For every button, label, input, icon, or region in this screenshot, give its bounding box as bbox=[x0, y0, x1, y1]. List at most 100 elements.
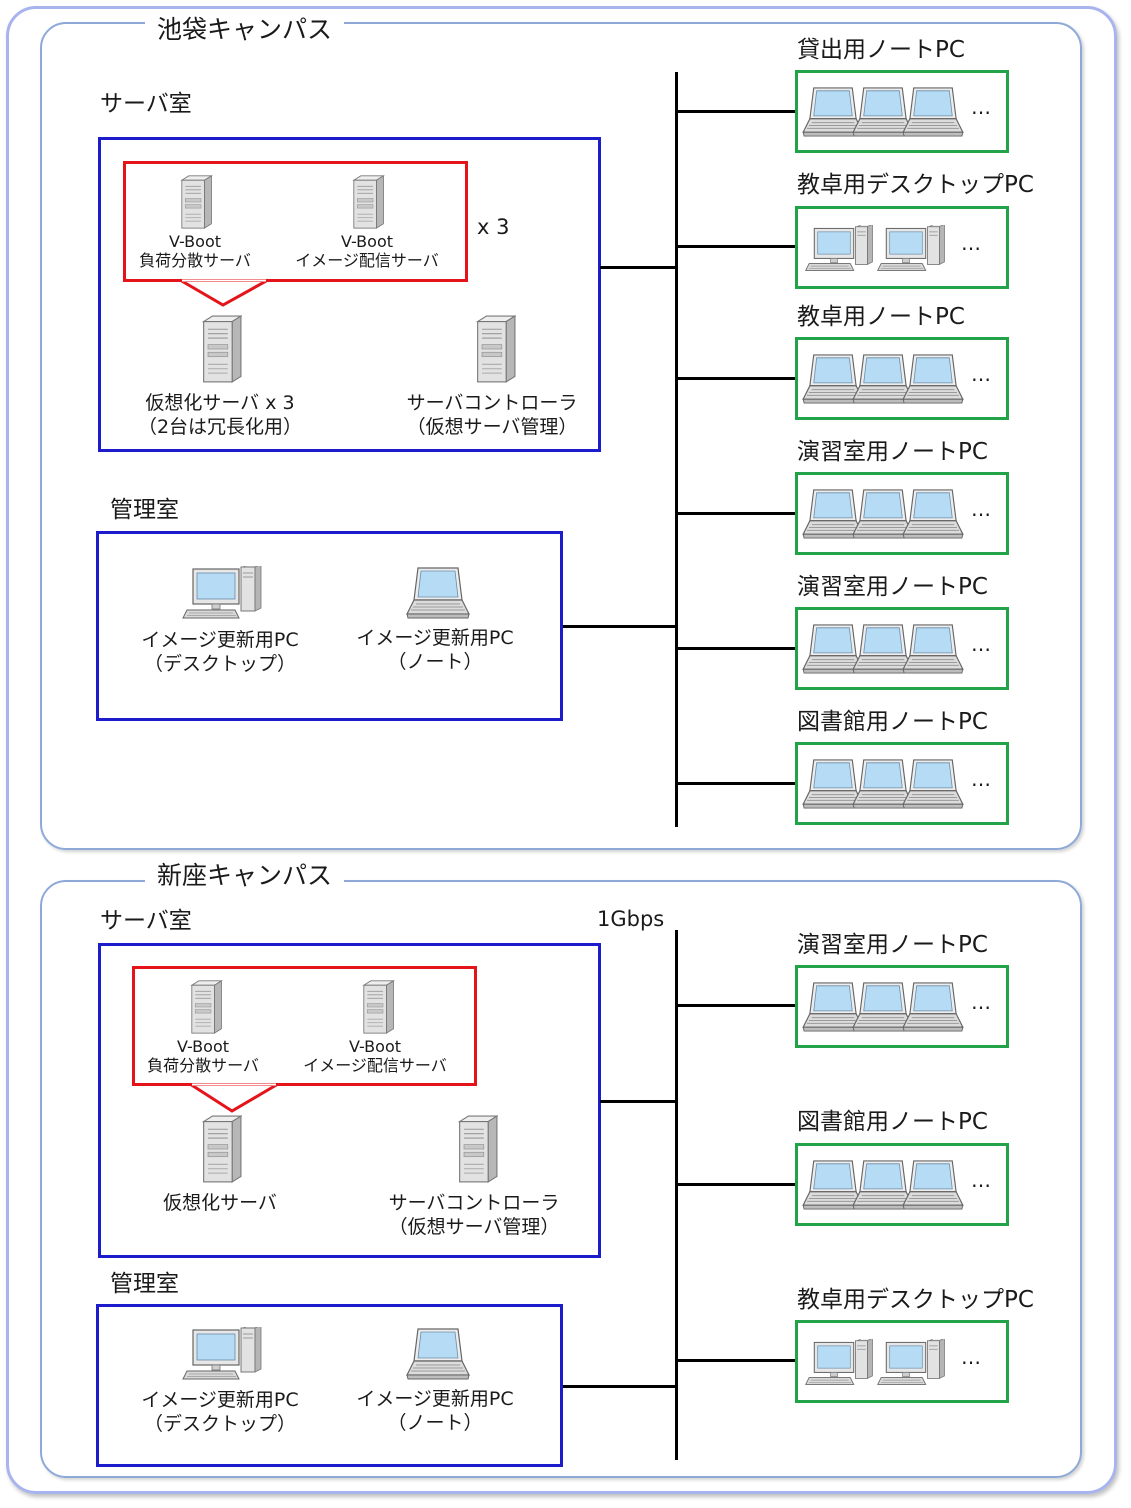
client-group-box: … bbox=[795, 337, 1009, 420]
admin-laptop-caption: イメージ更新用PC （ノート） bbox=[330, 1387, 540, 1435]
client-group-box: … bbox=[795, 472, 1009, 555]
campus-title-ikebukuro: 池袋キャンパス bbox=[145, 13, 345, 47]
controller-caption: サーバコントローラ （仮想サーバ管理） bbox=[382, 391, 602, 439]
laptop-icon bbox=[405, 1327, 471, 1381]
server-icon bbox=[185, 980, 223, 1034]
outer-frame bbox=[6, 6, 1117, 1494]
link-server-room bbox=[600, 266, 677, 269]
vboot-multiplier: x 3 bbox=[477, 215, 510, 239]
link-client-group bbox=[677, 1183, 795, 1186]
bandwidth-label: 1Gbps bbox=[597, 907, 665, 931]
more-indicator: … bbox=[971, 767, 991, 791]
network-backbone bbox=[675, 930, 678, 1460]
controller-line1: サーバコントローラ bbox=[388, 1192, 560, 1214]
server-icon bbox=[357, 980, 395, 1034]
laptop-icon bbox=[902, 981, 964, 1033]
vboot-callout-pointer bbox=[179, 278, 269, 307]
client-group-box: … bbox=[795, 70, 1009, 153]
more-indicator: … bbox=[961, 231, 981, 255]
vboot-img-caption: V-Boot イメージ配信サーバ bbox=[295, 1037, 455, 1075]
client-group-box: … bbox=[795, 742, 1009, 825]
vboot-img-line1: V-Boot bbox=[340, 232, 394, 251]
server-icon bbox=[196, 1115, 242, 1183]
more-indicator: … bbox=[971, 362, 991, 386]
virt-server-line1: 仮想化サーバ bbox=[163, 1192, 277, 1214]
client-group-label: 図書館用ノートPC bbox=[797, 709, 988, 735]
virt-server-line1: 仮想化サーバ x 3 bbox=[145, 392, 295, 414]
campus-frame-niiza bbox=[40, 880, 1082, 1478]
more-indicator: … bbox=[971, 632, 991, 656]
link-client-group bbox=[677, 782, 795, 785]
admin-desktop-caption: イメージ更新用PC （デスクトップ） bbox=[115, 1388, 325, 1436]
vboot-img-line2: イメージ配信サーバ bbox=[303, 1056, 447, 1075]
campus-title-niiza: 新座キャンパス bbox=[145, 859, 345, 893]
client-group-label: 貸出用ノートPC bbox=[797, 37, 965, 63]
admin-desktop-line2: （デスクトップ） bbox=[143, 653, 296, 675]
vboot-img-caption: V-Boot イメージ配信サーバ bbox=[287, 232, 447, 270]
network-backbone bbox=[675, 72, 678, 827]
vboot-lb-line2: 負荷分散サーバ bbox=[139, 251, 251, 270]
laptop-icon bbox=[405, 566, 471, 620]
more-indicator: … bbox=[971, 95, 991, 119]
vboot-lb-caption: V-Boot 負荷分散サーバ bbox=[138, 1037, 268, 1075]
laptop-icon bbox=[902, 1159, 964, 1211]
client-group-box: … bbox=[795, 1320, 1009, 1403]
link-client-group bbox=[677, 1359, 795, 1362]
admin-laptop-line1: イメージ更新用PC bbox=[356, 627, 514, 649]
server-icon bbox=[175, 175, 213, 229]
desktop-pc-icon bbox=[804, 225, 876, 273]
vboot-lb-caption: V-Boot 負荷分散サーバ bbox=[130, 232, 260, 270]
more-indicator: … bbox=[971, 497, 991, 521]
client-group-label: 演習室用ノートPC bbox=[797, 932, 988, 958]
admin-room-box bbox=[96, 531, 563, 721]
desktop-pc-icon bbox=[180, 566, 266, 620]
link-client-group bbox=[677, 512, 795, 515]
link-client-group bbox=[677, 647, 795, 650]
link-client-group bbox=[677, 110, 795, 113]
admin-desktop-line1: イメージ更新用PC bbox=[141, 1389, 299, 1411]
admin-laptop-line2: （ノート） bbox=[387, 651, 483, 673]
controller-line2: （仮想サーバ管理） bbox=[388, 1216, 560, 1238]
virt-server-caption: 仮想化サーバ bbox=[110, 1191, 330, 1215]
vboot-lb-line1: V-Boot bbox=[168, 232, 222, 251]
server-room-box bbox=[98, 137, 601, 452]
admin-room-label: 管理室 bbox=[110, 497, 179, 523]
vboot-img-line2: イメージ配信サーバ bbox=[295, 251, 439, 270]
laptop-icon bbox=[902, 353, 964, 405]
link-server-room bbox=[600, 1100, 677, 1103]
client-group-label: 教卓用ノートPC bbox=[797, 304, 965, 330]
admin-desktop-line2: （デスクトップ） bbox=[143, 1413, 296, 1435]
vboot-group-box bbox=[123, 161, 468, 282]
desktop-pc-icon bbox=[876, 1339, 948, 1387]
vboot-group-box bbox=[132, 966, 477, 1086]
server-room-label: サーバ室 bbox=[100, 908, 192, 934]
client-group-label: 図書館用ノートPC bbox=[797, 1109, 988, 1135]
admin-room-box bbox=[96, 1304, 563, 1467]
client-group-box: … bbox=[795, 607, 1009, 690]
server-room-box bbox=[98, 943, 601, 1258]
admin-laptop-caption: イメージ更新用PC （ノート） bbox=[330, 626, 540, 674]
link-client-group bbox=[677, 1004, 795, 1007]
more-indicator: … bbox=[961, 1345, 981, 1369]
desktop-pc-icon bbox=[180, 1327, 266, 1381]
link-client-group bbox=[677, 245, 795, 248]
desktop-pc-icon bbox=[876, 225, 948, 273]
client-group-label: 演習室用ノートPC bbox=[797, 439, 988, 465]
virt-server-line2: （2台は冗長化用） bbox=[137, 416, 303, 438]
admin-room-label: 管理室 bbox=[110, 1271, 179, 1297]
client-group-label: 教卓用デスクトップPC bbox=[797, 172, 1034, 198]
link-admin-room bbox=[563, 1385, 677, 1388]
vboot-img-line1: V-Boot bbox=[348, 1037, 402, 1056]
client-group-box: … bbox=[795, 206, 1009, 289]
server-icon bbox=[452, 1115, 498, 1183]
controller-line1: サーバコントローラ bbox=[406, 392, 578, 414]
more-indicator: … bbox=[971, 1168, 991, 1192]
controller-caption: サーバコントローラ （仮想サーバ管理） bbox=[364, 1191, 584, 1239]
laptop-icon bbox=[902, 488, 964, 540]
server-icon bbox=[347, 175, 385, 229]
admin-laptop-line2: （ノート） bbox=[387, 1412, 483, 1434]
vboot-lb-line1: V-Boot bbox=[176, 1037, 230, 1056]
laptop-icon bbox=[902, 623, 964, 675]
more-indicator: … bbox=[971, 990, 991, 1014]
virt-server-caption: 仮想化サーバ x 3 （2台は冗長化用） bbox=[110, 391, 330, 439]
